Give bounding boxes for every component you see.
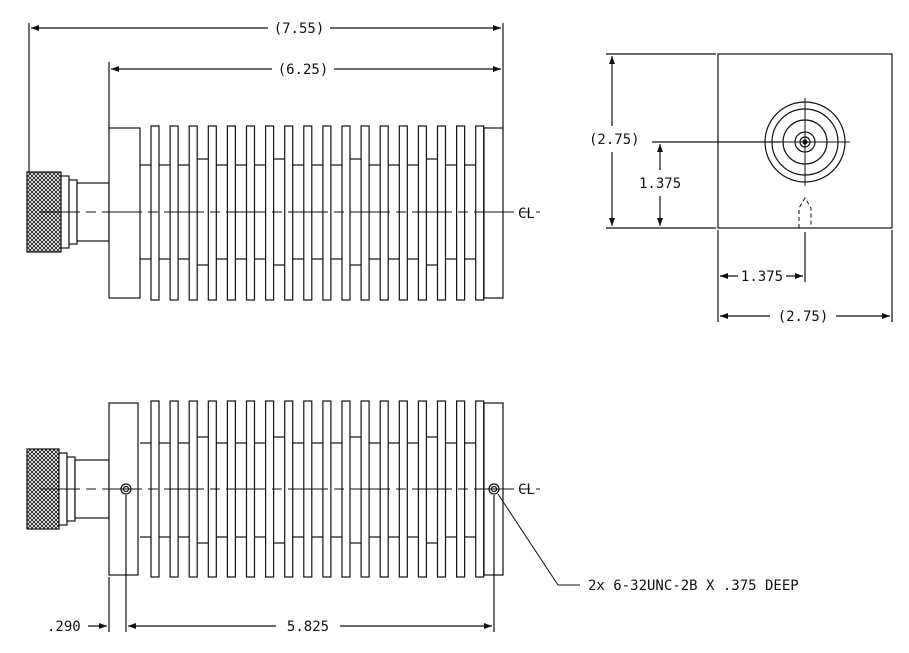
top-view — [26, 23, 540, 301]
heatsink-fin — [169, 125, 179, 301]
centerline-label-top: CL — [518, 206, 535, 222]
heatsink-fins-top — [140, 125, 485, 301]
heatsink-fin — [265, 125, 275, 301]
centerline-symbol-bottom: CL — [518, 482, 535, 498]
bottom-view — [26, 400, 580, 632]
hole-callout-leader — [497, 493, 580, 586]
hidden-tapped-hole — [798, 197, 812, 228]
end-plate-top — [483, 127, 504, 299]
heatsink-fin — [360, 125, 370, 301]
label-hole-callout: 2x 6-32UNC-2B X .375 DEEP — [588, 578, 799, 594]
label-end-width: (2.75) — [778, 309, 829, 325]
centerline-symbol-top: CL — [518, 206, 535, 222]
label-overall-length: (7.55) — [274, 21, 325, 37]
label-hole-offset: .290 — [47, 619, 81, 635]
label-hole-spacing: 5.825 — [287, 619, 329, 635]
heatsink-fin — [417, 125, 427, 301]
heatsink-fin — [322, 125, 332, 301]
label-center-width: 1.375 — [741, 269, 783, 285]
heatsink-fin — [150, 125, 160, 301]
heatsink-fin — [341, 125, 351, 301]
heatsink-fin — [456, 125, 466, 301]
heatsink-fin — [436, 125, 447, 301]
heatsink-fin — [207, 125, 217, 301]
flange-top — [108, 127, 141, 299]
heatsink-fin — [226, 125, 236, 301]
end-view-outline — [717, 53, 893, 229]
label-body-length: (6.25) — [278, 62, 329, 78]
centerline-label-bottom: CL — [518, 482, 535, 498]
label-center-height: 1.375 — [639, 176, 681, 192]
end-view — [606, 53, 893, 322]
heatsink-fin — [245, 125, 256, 301]
heatsink-fin — [284, 125, 294, 301]
labels: (7.55) (6.25) CL (2.75) 1.375 1.375 (2.7… — [47, 21, 828, 635]
heatsink-fin — [303, 125, 313, 301]
heatsink-fin — [475, 125, 485, 301]
label-end-height: (2.75) — [589, 132, 640, 148]
heatsink-fin — [379, 125, 389, 301]
heatsink-fin — [398, 125, 408, 301]
heatsink-fin — [188, 125, 198, 301]
